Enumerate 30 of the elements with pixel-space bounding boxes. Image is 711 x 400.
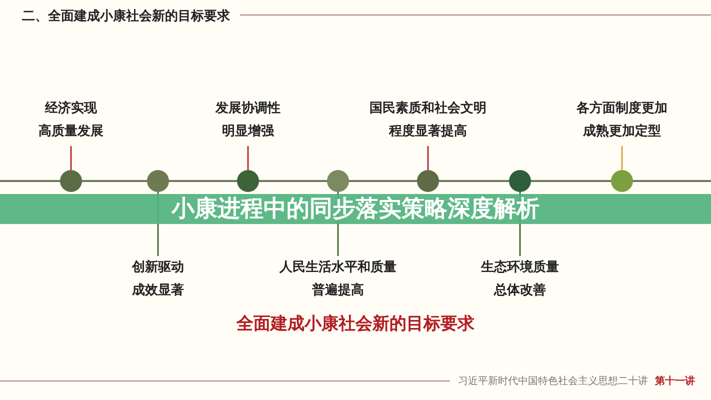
leader-line <box>427 146 429 170</box>
goal-text: 明显增强 <box>221 123 275 141</box>
goal-text: 程度显著提高 <box>388 122 468 141</box>
goal-text: 经济实现 <box>44 100 98 118</box>
goal-text: 国民素质和社会文明 <box>368 100 488 118</box>
goal-text: 高质量发展 <box>38 122 104 141</box>
goal-text: 人民生活水平和质量 <box>278 259 398 277</box>
timeline-dot <box>237 170 259 192</box>
title-banner: 小康进程中的同步落实策略深度解析 <box>0 194 711 224</box>
timeline-dot <box>147 170 169 192</box>
timeline-dot <box>327 170 349 192</box>
timeline-dot <box>417 170 439 192</box>
footer-text: 习近平新时代中国特色社会主义思想二十讲 <box>458 374 648 388</box>
caption: 全面建成小康社会新的目标要求 <box>235 313 476 335</box>
timeline-dot <box>611 170 633 192</box>
goal-text: 各方面制度更加 <box>576 100 668 118</box>
goal-text: 生态环境质量 <box>480 258 560 277</box>
goal-text: 总体改善 <box>492 282 547 300</box>
lecture-number: 第十一讲 <box>655 374 695 388</box>
goal-text: 成熟更加定型 <box>582 122 662 141</box>
leader-line <box>70 146 72 170</box>
goal-text: 创新驱动 <box>130 258 185 277</box>
section-heading: 二、全面建成小康社会新的目标要求 <box>22 8 230 25</box>
timeline-dot <box>509 170 531 192</box>
leader-line <box>621 146 623 170</box>
goal-text: 发展协调性 <box>214 100 282 118</box>
goal-text: 成效显著 <box>130 282 185 300</box>
goal-text: 普遍提高 <box>311 282 365 300</box>
timeline-dot <box>60 170 82 192</box>
leader-line <box>247 146 249 170</box>
